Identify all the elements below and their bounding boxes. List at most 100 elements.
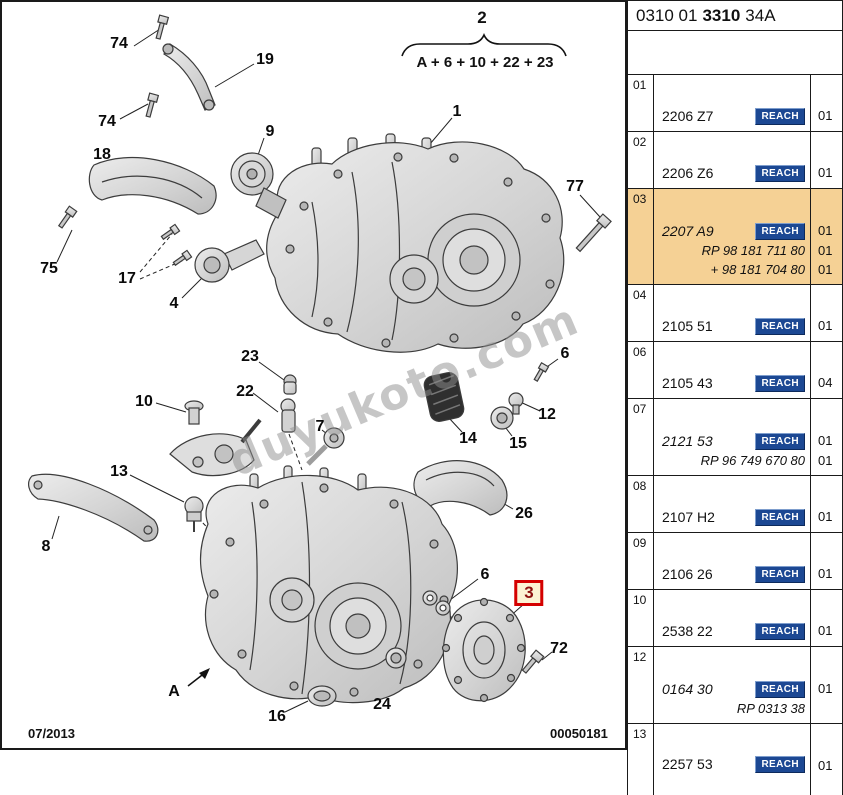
part-code: 2257 53 (662, 756, 713, 772)
reach-badge[interactable]: REACH (755, 374, 805, 392)
reach-badge[interactable]: REACH (755, 432, 805, 450)
qty-value: 01 (818, 223, 833, 238)
row-ref: 08 (628, 476, 654, 532)
part-code: 2538 22 (662, 623, 713, 639)
qty-value: 04 (818, 375, 833, 390)
qty-value: 01 (818, 262, 833, 277)
qty-value: 01 (818, 165, 833, 180)
qty-value: 01 (818, 681, 833, 696)
qty-value: 01 (818, 623, 833, 638)
row-ref: 03 (628, 189, 654, 284)
row-content: 2206 Z7 REACH (654, 75, 810, 131)
qty-value: 01 (818, 509, 833, 524)
row-ref: 02 (628, 132, 654, 188)
row-content: 2206 Z6 REACH (654, 132, 810, 188)
qty-value: 01 (818, 318, 833, 333)
reach-badge[interactable]: REACH (755, 222, 805, 240)
qty-value: 01 (818, 566, 833, 581)
qty-value: 01 (818, 433, 833, 448)
qty-value (818, 699, 842, 718)
reach-badge[interactable]: REACH (755, 317, 805, 335)
reach-badge[interactable]: REACH (755, 164, 805, 182)
row-content: 2106 26 REACH (654, 533, 810, 589)
row-ref: 06 (628, 342, 654, 398)
reach-badge[interactable]: REACH (755, 622, 805, 640)
reach-badge[interactable]: REACH (755, 680, 805, 698)
row-content: 2105 51 REACH (654, 285, 810, 341)
assembly-callout: 2 (477, 8, 487, 27)
qty-value: 01 (818, 758, 833, 773)
parts-artwork (28, 14, 612, 707)
parts-row-03[interactable]: 03 2207 A9 REACH RP 98 181 711 80 + 98 181 7… (628, 189, 842, 285)
drawing-number-label: 00050181 (550, 726, 608, 741)
assembly-brace (401, 33, 567, 57)
part-code: 2105 43 (662, 375, 713, 391)
qty-value: 01 (818, 243, 833, 258)
exploded-view-drawing: duyukoto.com (28, 14, 612, 713)
row-content: 2107 H2 REACH (654, 476, 810, 532)
parts-row-04[interactable]: 04 2105 51 REACH 01 (628, 285, 842, 342)
parts-row-01[interactable]: 01 2206 Z7 REACH 01 (628, 75, 842, 132)
qty-column: 01 (810, 285, 842, 341)
qty-column: 01 (810, 590, 842, 646)
qty-column: 01 01 01 (810, 189, 842, 284)
part-code: 0164 30 (662, 681, 713, 697)
parts-row-09[interactable]: 09 2106 26 REACH 01 (628, 533, 842, 590)
row-content: 2121 53 REACH RP 96 749 670 80 (654, 399, 810, 475)
part-extra-ref: + 98 181 704 80 (710, 262, 805, 277)
qty-column: 01 (810, 647, 842, 723)
parts-row-10[interactable]: 10 2538 22 REACH 01 (628, 590, 842, 647)
qty-column: 01 (810, 724, 842, 795)
reach-badge[interactable]: REACH (755, 565, 805, 583)
row-content: 0164 30 REACH RP 0313 38 (654, 647, 810, 723)
part-code: 2105 51 (662, 318, 713, 334)
qty-value: 01 (818, 453, 833, 468)
qty-value: 01 (818, 108, 833, 123)
part-extra-ref: RP 96 749 670 80 (700, 453, 805, 468)
qty-column: 01 (810, 75, 842, 131)
parts-row-02[interactable]: 02 2206 Z6 REACH 01 (628, 132, 842, 189)
date-label: 07/2013 (28, 726, 75, 741)
row-content: 2257 53 REACH (654, 724, 810, 795)
catalog-code: 0310 01 (636, 5, 698, 25)
row-content: 2538 22 REACH (654, 590, 810, 646)
qty-column: 04 (810, 342, 842, 398)
part-code: 2121 53 (662, 433, 713, 449)
part-code: 2206 Z6 (662, 165, 714, 181)
assembly-formula: A + 6 + 10 + 22 + 23 (416, 54, 554, 71)
row-ref: 07 (628, 399, 654, 475)
part-extra-ref: RP 0313 38 (736, 701, 805, 716)
qty-column: 01 (810, 476, 842, 532)
reach-badge[interactable]: REACH (755, 107, 805, 125)
row-ref: 09 (628, 533, 654, 589)
row-content: 2105 43 REACH (654, 342, 810, 398)
part-code: 2106 26 (662, 566, 713, 582)
catalog-header: 0310 01 3310 34A (628, 1, 842, 31)
parts-row-07[interactable]: 07 2121 53 REACH RP 96 749 670 80 01 01 (628, 399, 842, 476)
row-ref: 04 (628, 285, 654, 341)
row-ref: 13 (628, 724, 654, 795)
label-a-arrow (187, 668, 210, 687)
reach-badge[interactable]: REACH (755, 755, 805, 773)
catalog-code-suffix: 34A (745, 5, 776, 25)
row-content: 2207 A9 REACH RP 98 181 711 80 + 98 181 704… (654, 189, 810, 284)
part-code: 2206 Z7 (662, 108, 714, 124)
part-extra-ref: RP 98 181 711 80 (701, 243, 805, 258)
qty-column: 01 (810, 533, 842, 589)
part-code: 2207 A9 (662, 223, 714, 239)
part-code: 2107 H2 (662, 509, 715, 525)
parts-row-13[interactable]: 13 2257 53 REACH 01 (628, 724, 842, 795)
qty-column: 01 (810, 132, 842, 188)
row-ref: 12 (628, 647, 654, 723)
row-ref: 10 (628, 590, 654, 646)
parts-row-08[interactable]: 08 2107 H2 REACH 01 (628, 476, 842, 533)
reach-badge[interactable]: REACH (755, 508, 805, 526)
parts-row-06[interactable]: 06 2105 43 REACH 04 (628, 342, 842, 399)
row-ref: 01 (628, 75, 654, 131)
catalog-code-bold: 3310 (702, 5, 741, 25)
parts-row-12[interactable]: 12 0164 30 REACH RP 0313 38 01 (628, 647, 842, 724)
